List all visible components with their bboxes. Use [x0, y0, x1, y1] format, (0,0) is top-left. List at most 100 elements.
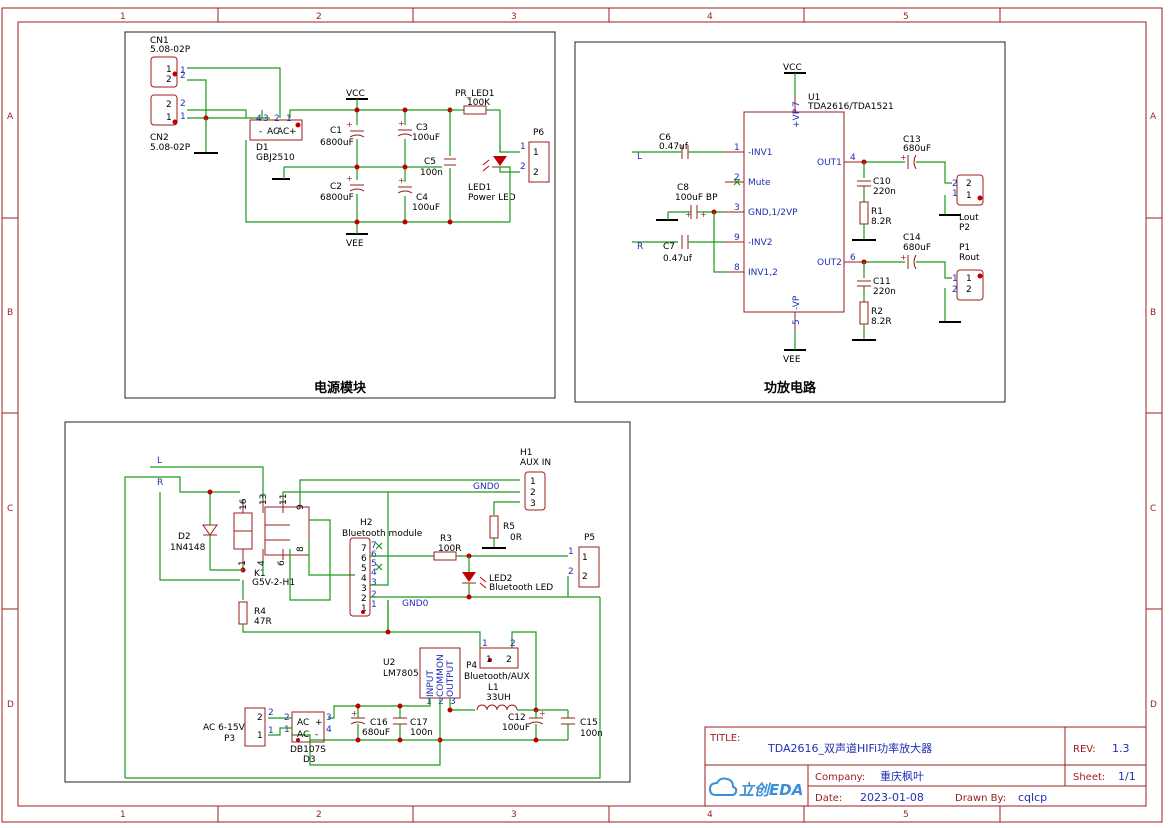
- svg-text:C6: C6: [659, 133, 671, 143]
- d3-bridge-rectifier[interactable]: AC + AC - 2 1 3 4 DB107S D3: [284, 711, 332, 765]
- r2-resistor[interactable]: R2 8.2R: [859, 301, 892, 327]
- svg-text:2: 2: [582, 572, 588, 582]
- svg-text:-VP: -VP: [792, 295, 802, 310]
- svg-text:8: 8: [734, 263, 740, 273]
- u2-lm7805-regulator[interactable]: U2 LM7805 INPUT COMMON OUTPUT 1 2 3: [383, 647, 461, 707]
- svg-text:C4: C4: [416, 193, 428, 203]
- col-label: 4: [707, 12, 713, 22]
- svg-text:R2: R2: [871, 307, 883, 317]
- svg-text:680uF: 680uF: [362, 728, 390, 738]
- svg-text:1: 1: [734, 143, 740, 153]
- date-label: Date:: [815, 793, 842, 804]
- rev-label: REV:: [1073, 744, 1096, 755]
- svg-text:4: 4: [850, 153, 856, 163]
- d1-bridge-rectifier[interactable]: D1 GBJ2510 - AC AC + 4 3 2 1: [249, 114, 303, 163]
- c14-capacitor[interactable]: + C14 680uF: [900, 233, 931, 270]
- c7-capacitor[interactable]: C7 0.47uf: [663, 235, 693, 264]
- svg-text:R3: R3: [440, 534, 452, 544]
- svg-text:100K: 100K: [467, 98, 491, 108]
- c12-capacitor[interactable]: + C12 100uF: [502, 709, 546, 733]
- cn2-connector[interactable]: CN2 5.08-02P 2 1 2 1: [150, 94, 191, 153]
- svg-text:1: 1: [952, 274, 958, 284]
- svg-text:5: 5: [792, 319, 802, 325]
- c5-capacitor[interactable]: C5 100n: [420, 156, 458, 178]
- svg-text:+: +: [289, 127, 297, 137]
- svg-text:-INV1: -INV1: [748, 148, 773, 158]
- c15-capacitor[interactable]: C15 100n: [561, 717, 603, 739]
- svg-text:3: 3: [326, 713, 332, 723]
- p6-connector[interactable]: P6 1 2 1 2: [520, 128, 550, 183]
- svg-text:2: 2: [966, 285, 972, 295]
- svg-text:AC 6-15V: AC 6-15V: [203, 723, 246, 733]
- svg-text:L1: L1: [488, 683, 499, 693]
- svg-text:U2: U2: [383, 658, 395, 668]
- c4-capacitor[interactable]: + C4 100uF: [396, 176, 440, 213]
- rev-value: 1.3: [1112, 742, 1130, 755]
- section-title-power: 电源模块: [314, 380, 367, 396]
- svg-text:3: 3: [371, 578, 377, 588]
- svg-text:1: 1: [568, 547, 574, 557]
- svg-text:4: 4: [256, 114, 262, 124]
- svg-text:Bluetooth module: Bluetooth module: [342, 529, 423, 539]
- svg-text:16: 16: [239, 498, 249, 510]
- c16-capacitor[interactable]: + C16 680uF: [350, 709, 390, 738]
- svg-text:C5: C5: [424, 157, 436, 167]
- row-label: B: [7, 308, 13, 318]
- svg-text:4: 4: [257, 560, 267, 566]
- svg-text:6: 6: [371, 550, 377, 560]
- svg-text:1: 1: [426, 697, 432, 707]
- c3-capacitor[interactable]: + C3 100uF: [396, 119, 440, 143]
- p1-connector[interactable]: 1 2 1 2 P1 Rout: [952, 243, 984, 301]
- p4-bluetooth-aux-switch[interactable]: 1 2 1 2 P4 Bluetooth/AUX: [464, 639, 530, 682]
- svg-text:AC: AC: [267, 127, 279, 137]
- col-label: 1: [120, 12, 126, 22]
- led2-bluetooth-led[interactable]: LED2 Bluetooth LED: [462, 572, 553, 593]
- svg-text:7: 7: [371, 541, 377, 551]
- svg-text:R5: R5: [503, 522, 515, 532]
- row-label: B: [1150, 308, 1156, 318]
- r5-resistor[interactable]: R5 0R: [489, 515, 522, 543]
- svg-text:D3: D3: [303, 755, 316, 765]
- c13-capacitor[interactable]: + C13 680uF: [900, 135, 931, 170]
- c11-capacitor[interactable]: C11 220n: [857, 277, 896, 297]
- title-label: TITLE:: [709, 733, 740, 744]
- k1-relay[interactable]: 16 13 11 9 8 6 4 1 K1 G5V-2-H1: [233, 494, 310, 588]
- svg-text:1: 1: [533, 148, 539, 158]
- svg-text:+: +: [398, 176, 405, 185]
- p3-ac-input-connector[interactable]: AC 6-15V P3 2 1 2 1: [203, 707, 274, 747]
- svg-text:-: -: [259, 127, 262, 137]
- u1-amplifier-ic[interactable]: U1 TDA2616/TDA1521 7 +VP 5 -VP 1 -INV1 2…: [725, 93, 894, 330]
- cn1-connector[interactable]: CN1 5.08-02P 1 2 1 2: [150, 36, 191, 88]
- svg-text:+: +: [315, 718, 323, 728]
- col-label: 2: [316, 810, 322, 820]
- svg-text:D1: D1: [256, 143, 269, 153]
- svg-text:220n: 220n: [873, 287, 896, 297]
- svg-text:2: 2: [510, 639, 516, 649]
- led1-power-led[interactable]: LED1 Power LED: [468, 156, 516, 203]
- r4-resistor[interactable]: R4 47R: [238, 601, 272, 627]
- p2-connector[interactable]: 2 1 2 1 Lout P2: [952, 174, 984, 233]
- svg-text:AC: AC: [297, 718, 309, 728]
- svg-text:LM7805: LM7805: [383, 669, 419, 679]
- svg-text:2: 2: [257, 713, 263, 723]
- l1-inductor[interactable]: L1 33UH: [476, 683, 518, 711]
- svg-text:COMMON: COMMON: [436, 654, 446, 697]
- c1-capacitor[interactable]: + C1 6800uF: [320, 120, 366, 148]
- svg-text:2: 2: [734, 173, 740, 183]
- pr-led1-resistor[interactable]: PR_LED1 100K: [450, 89, 500, 115]
- h2-bluetooth-module[interactable]: H2 Bluetooth module 7 6 5 4 3 2 1 7 6 5 …: [342, 518, 423, 617]
- c6-capacitor[interactable]: C6 0.47uf: [659, 133, 689, 159]
- drawn-by-value: cqlcp: [1018, 791, 1047, 804]
- c17-capacitor[interactable]: C17 100n: [393, 717, 433, 738]
- c10-capacitor[interactable]: C10 220n: [857, 177, 896, 197]
- svg-text:6: 6: [277, 560, 287, 566]
- svg-text:1: 1: [486, 655, 492, 665]
- d2-diode[interactable]: D2 1N4148: [170, 492, 218, 570]
- col-label: 5: [903, 810, 909, 820]
- h1-aux-in-connector[interactable]: H1 AUX IN 1 2 3: [520, 448, 551, 511]
- c8-capacitor[interactable]: C8 100uF BP + +: [675, 183, 718, 219]
- svg-text:+: +: [900, 253, 907, 262]
- r1-resistor[interactable]: R1 8.2R: [859, 201, 892, 227]
- c2-capacitor[interactable]: + C2 6800uF: [320, 174, 366, 203]
- p5-connector[interactable]: P5 1 2 1 2: [568, 533, 600, 588]
